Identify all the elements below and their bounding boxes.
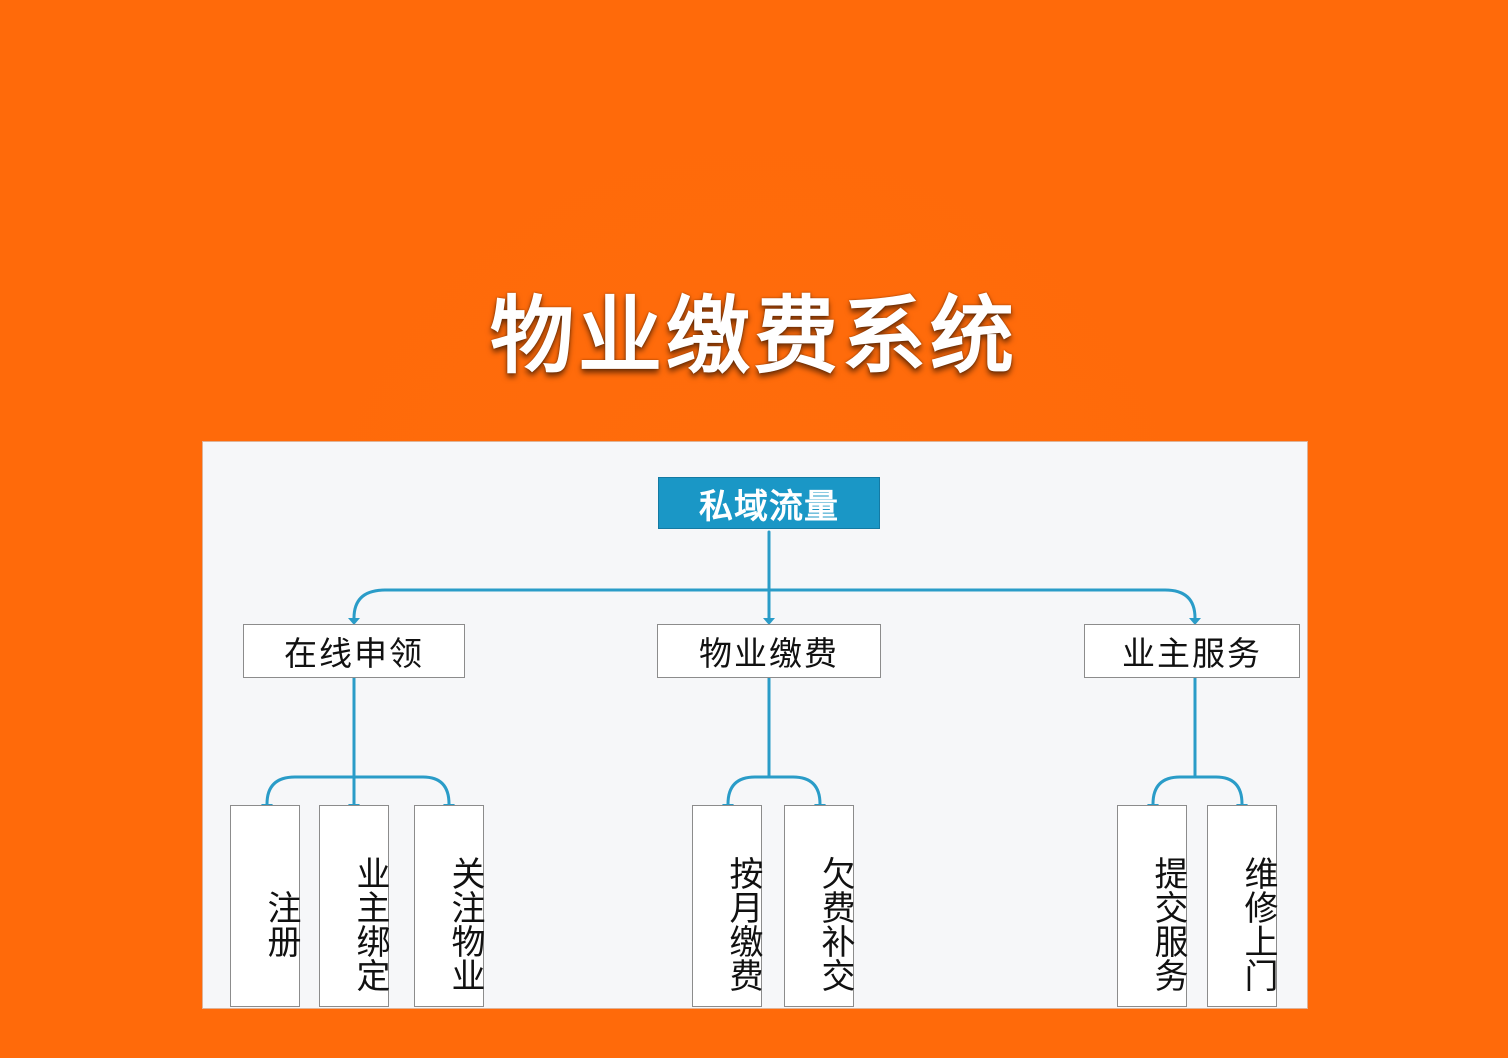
left-leaf-branch: [265, 775, 451, 806]
diagram-canvas: 私域流量 在线申领 物业缴费 业主服务 注册 业主绑定 关注物业 按月缴费 欠费…: [203, 442, 1307, 1008]
right-leaf-branch: [1151, 775, 1244, 806]
root-branch: [352, 588, 1197, 620]
leaf-node-follow-property: 关注物业: [414, 805, 485, 1007]
category-node-online-apply: 在线申领: [243, 624, 465, 678]
arrowhead-left-category: [348, 618, 360, 625]
leaf-label-arrears-payment: 欠费补交: [815, 856, 855, 992]
middle-leaf-branch: [726, 775, 822, 806]
leaf-label-owner-binding: 业主绑定: [350, 856, 390, 992]
leaf-node-repair-visit: 维修上门: [1207, 805, 1278, 1007]
leaf-node-monthly-payment: 按月缴费: [692, 805, 763, 1007]
category-node-owner-service: 业主服务: [1084, 624, 1300, 678]
leaf-label-follow-property: 关注物业: [445, 856, 485, 992]
leaf-label-monthly-payment: 按月缴费: [723, 856, 763, 992]
leaf-node-submit-service: 提交服务: [1117, 805, 1188, 1007]
page-title: 物业缴费系统: [489, 286, 1018, 385]
category-node-property-payment: 物业缴费: [657, 624, 881, 678]
arrowhead-middle-category: [763, 618, 775, 625]
root-node-private-traffic: 私域流量: [658, 477, 880, 529]
leaf-node-owner-binding: 业主绑定: [319, 805, 390, 1007]
arrowhead-right-category: [1189, 618, 1201, 625]
leaf-label-submit-service: 提交服务: [1148, 856, 1188, 992]
leaf-node-register: 注册: [230, 805, 301, 1007]
leaf-label-repair-visit: 维修上门: [1238, 856, 1278, 992]
leaf-node-arrears-payment: 欠费补交: [784, 805, 855, 1007]
leaf-label-register: 注册: [261, 890, 301, 958]
